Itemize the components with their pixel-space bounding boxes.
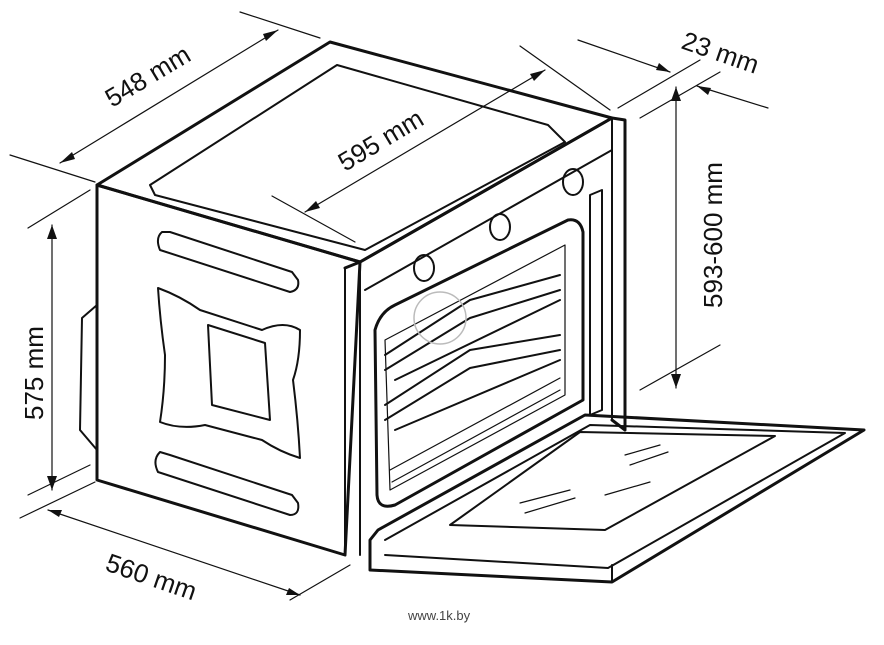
arrow-icon <box>671 374 681 388</box>
side-slot-bottom <box>154 451 300 516</box>
label-side-height: 575 mm <box>19 326 49 420</box>
label-top-depth: 548 mm <box>100 39 196 113</box>
cavity-opening <box>373 218 585 508</box>
front-frame <box>343 116 627 432</box>
arrow-icon <box>48 510 62 517</box>
oven-side-panel <box>95 183 362 557</box>
arrow-icon <box>263 30 278 41</box>
dim-line-560 <box>19 481 351 601</box>
oven-cavity <box>373 218 585 508</box>
dim-line-595 <box>271 45 611 243</box>
control-panel-strip <box>359 117 613 291</box>
oven-rack-lower <box>384 334 561 431</box>
arrow-icon <box>47 476 57 490</box>
dim-line-23 <box>577 39 769 119</box>
label-panel-thickness: 23 mm <box>678 25 763 79</box>
faint-logo-icon <box>413 291 467 345</box>
dim-line-575 <box>27 189 91 496</box>
arrow-icon <box>530 70 545 81</box>
knob-icon <box>413 254 435 282</box>
label-front-height: 593-600 mm <box>698 162 728 308</box>
arrow-icon <box>305 201 320 212</box>
cavity-inner <box>384 244 566 491</box>
oven-rack-upper <box>384 274 561 381</box>
watermark-text: www.1k.by <box>407 608 471 623</box>
arrow-icon <box>60 152 75 163</box>
oven-door <box>368 413 866 584</box>
knob-icon <box>562 168 584 196</box>
side-plate-window <box>207 324 271 421</box>
door-glass-shine <box>519 444 669 514</box>
arrow-icon <box>47 225 57 239</box>
side-embossed-plate <box>157 287 301 459</box>
front-frame-inner <box>344 117 613 556</box>
arrow-icon <box>671 87 681 101</box>
label-front-width: 595 mm <box>333 103 429 177</box>
front-right-pillar <box>589 189 603 416</box>
arrow-icon <box>286 588 300 595</box>
arrow-icon <box>697 86 711 95</box>
knob-icon <box>489 213 511 241</box>
oven-top-inset <box>149 64 566 251</box>
door-glass <box>449 431 776 531</box>
arrow-icon <box>656 63 670 72</box>
dim-line-548 <box>9 11 321 183</box>
oven-back-bump <box>79 304 98 451</box>
dim-line-593-600 <box>639 86 721 391</box>
dimension-lines <box>9 11 769 601</box>
door-front-edge <box>369 564 613 583</box>
cavity-floor <box>389 377 561 483</box>
oven-body <box>79 40 627 557</box>
side-slot-top <box>156 231 300 293</box>
door-inner-edge <box>384 424 846 569</box>
